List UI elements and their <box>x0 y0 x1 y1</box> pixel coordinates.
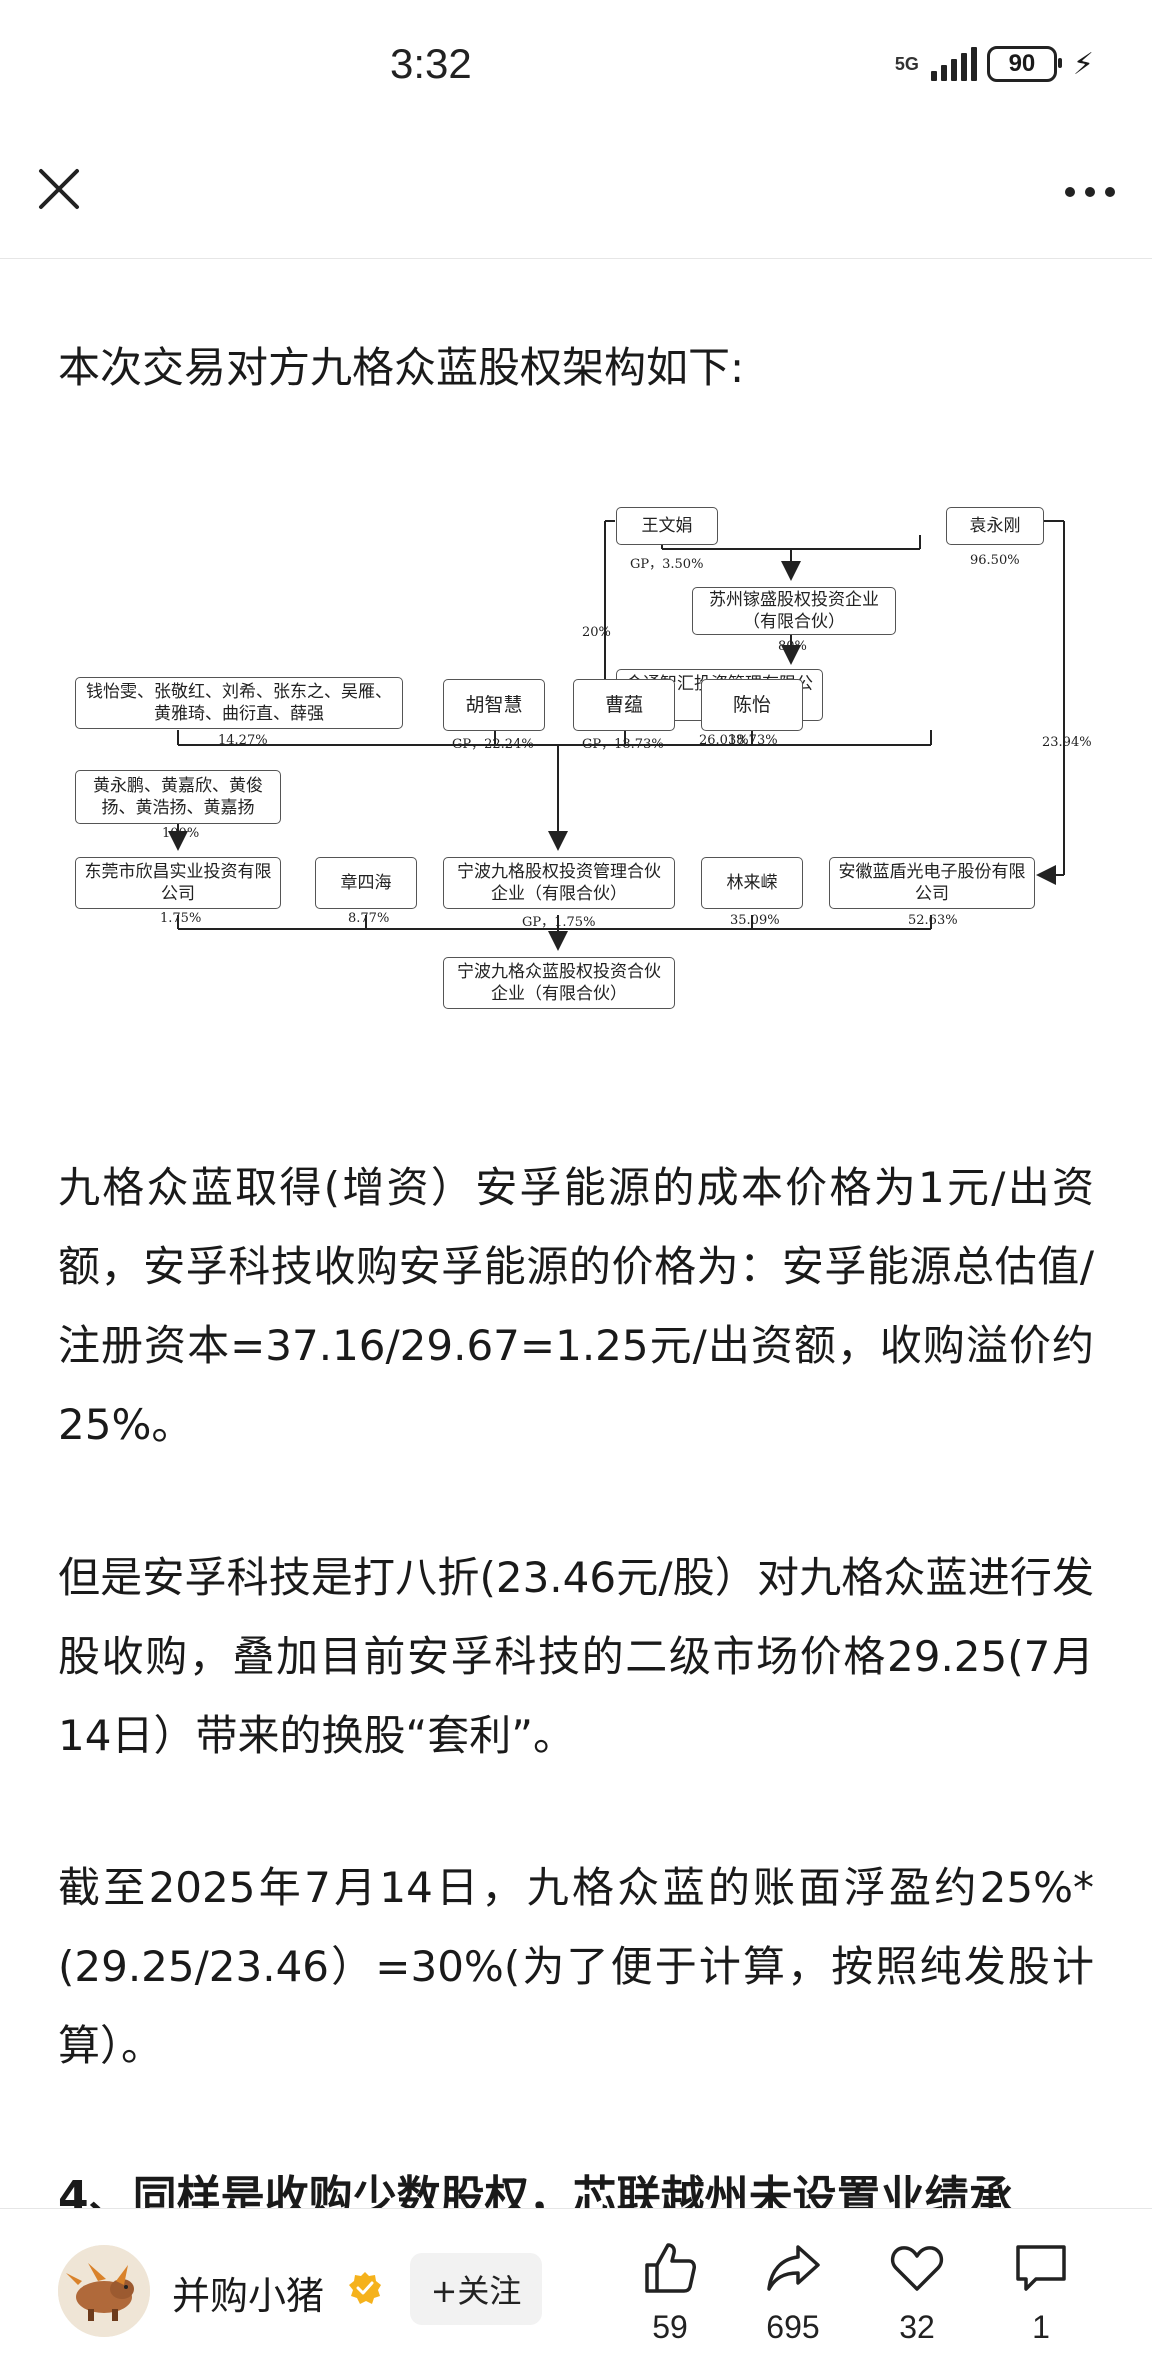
label-dongguan-pct: 1.75% <box>160 911 202 926</box>
box-huang-group: 黄永鹏、黄嘉欣、黄俊扬、黄浩扬、黄嘉扬 <box>75 770 281 824</box>
label-huang-pct: 100% <box>162 826 200 841</box>
paragraph-discount: 但是安孚科技是打八折(23.46元/股）对九格众蓝进行发股收购，叠加目前安孚科技… <box>58 1553 1094 1760</box>
share-button[interactable]: 695 <box>748 2239 838 2346</box>
box-chen-yi: 陈怡 <box>701 679 803 731</box>
box-ningbo-main: 宁波九格众蓝股权投资合伙企业（有限合伙） <box>443 957 675 1009</box>
label-hu-pct: GP，22.24% <box>452 737 534 752</box>
thumbs-up-icon <box>645 2243 696 2293</box>
share-icon <box>767 2245 820 2291</box>
box-lin-lairong: 林来嵘 <box>701 857 803 909</box>
box-dongguan-xinchang: 东莞市欣昌实业投资有限公司 <box>75 857 281 909</box>
follow-button[interactable]: +关注 <box>410 2253 542 2325</box>
label-ningbo-gp-pct: GP，1.75% <box>522 915 596 930</box>
favorite-button[interactable]: 32 <box>872 2239 962 2346</box>
label-cao-pct: GP，18.73% <box>582 737 664 752</box>
comment-count: 1 <box>1032 2309 1050 2345</box>
ownership-diagram: 王文娟 袁永刚 苏州镓盛股权投资企业（有限合伙） 金通智汇投资管理有限公司 钱怡… <box>70 483 1092 1083</box>
label-yuan-to-anhui: 23.94% <box>1042 735 1092 750</box>
label-suzhou-to-jintong: 80% <box>778 639 807 654</box>
more-icon[interactable] <box>1062 172 1118 212</box>
paragraph-floating-profit: 截至2025年7月14日，九格众蓝的账面浮盈约25%*(29.25/23.46）… <box>58 1863 1094 2070</box>
author-name[interactable]: 并购小猪 <box>172 2274 325 2318</box>
box-wang-wenjuan: 王文娟 <box>616 507 718 545</box>
label-anhui-pct: 52.63% <box>908 913 958 928</box>
label-zhang-pct: 8.77% <box>348 911 390 926</box>
charging-icon: ⚡ <box>1072 46 1094 82</box>
bottom-bar: 并购小猪 +关注 59 695 32 1 <box>0 2208 1152 2377</box>
author-avatar[interactable] <box>58 2245 150 2337</box>
top-nav <box>0 140 1152 259</box>
like-button[interactable]: 59 <box>625 2239 715 2346</box>
favorite-count: 32 <box>899 2309 935 2345</box>
paragraph-cost-price: 九格众蓝取得(增资）安孚能源的成本价格为1元/出资额，安孚科技收购安孚能源的价格… <box>58 1163 1094 1449</box>
box-zhang-sihai: 章四海 <box>315 857 417 909</box>
box-suzhou-jiasheng: 苏州镓盛股权投资企业（有限合伙） <box>692 587 896 635</box>
signal-icon <box>930 47 977 81</box>
label-qian-pct: 14.27% <box>218 733 268 748</box>
verified-badge-icon <box>348 2271 382 2305</box>
box-cao-yun: 曹蕴 <box>573 679 675 731</box>
share-count: 695 <box>766 2309 820 2345</box>
label-wang-pct: GP，3.50% <box>630 557 704 572</box>
status-bar: 3:32 5G 90 ⚡ <box>0 0 1152 140</box>
intro-text: 本次交易对方九格众蓝股权架构如下: <box>58 343 745 392</box>
label-yuan-pct: 96.50% <box>970 553 1020 568</box>
diagram-connectors <box>168 520 1065 951</box>
label-jintong-pct: 26.03% <box>699 733 749 748</box>
article-content: 本次交易对方九格众蓝股权架构如下: <box>0 258 1152 2208</box>
comment-button[interactable]: 1 <box>996 2239 1086 2346</box>
heart-icon <box>890 2246 944 2291</box>
close-icon[interactable] <box>34 164 84 214</box>
box-hu-zhihui: 胡智慧 <box>443 679 545 731</box>
network-label: 5G <box>894 53 919 74</box>
battery-level: 90 <box>1008 50 1036 77</box>
box-qian-group: 钱怡雯、张敬红、刘希、张东之、吴雁、黄雅琦、曲衍直、薛强 <box>75 677 403 729</box>
status-time: 3:32 <box>390 40 472 87</box>
box-yuan-yonggang: 袁永刚 <box>946 507 1044 545</box>
battery-icon: 90 <box>986 46 1062 82</box>
section-heading: 4、同样是收购少数股权，芯联越州未设置业绩承 <box>58 2172 1013 2208</box>
label-lin-pct: 35.09% <box>730 913 780 928</box>
status-icons: 5G 90 ⚡ <box>895 46 1094 82</box>
comment-icon <box>1016 2245 1066 2291</box>
box-ningbo-gp: 宁波九格股权投资管理合伙企业（有限合伙） <box>443 857 675 909</box>
label-chen-pct: 18.73% <box>728 733 778 748</box>
box-anhui-landun: 安徽蓝盾光电子股份有限公司 <box>829 857 1035 909</box>
label-wang-to-jintong: 20% <box>582 625 611 640</box>
like-count: 59 <box>652 2309 688 2345</box>
